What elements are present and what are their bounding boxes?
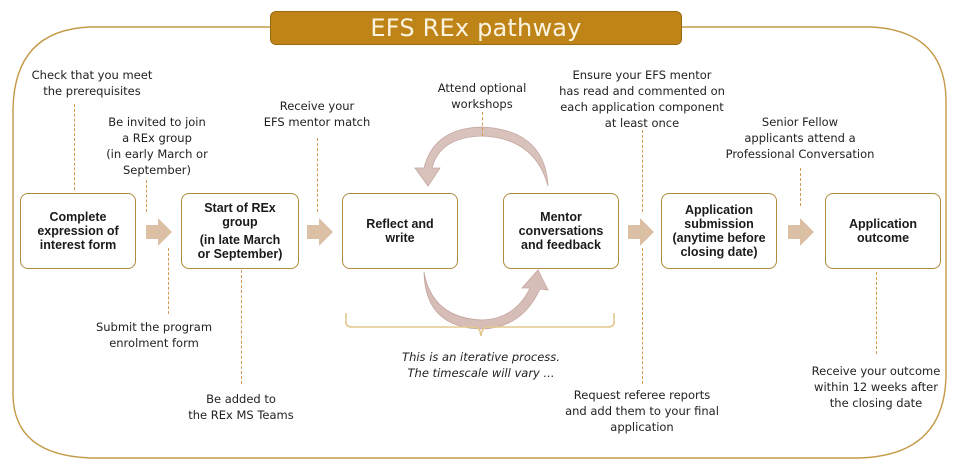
step-application-outcome: Application outcome [825,193,941,269]
note-enrolment: Submit the program enrolment form [82,319,226,351]
connector-mentor-match [317,138,318,212]
note-line: the prerequisites [43,84,141,98]
note-outcome-time: Receive your outcome within 12 weeks aft… [796,363,956,411]
step-line: Mentor [540,210,582,224]
note-line: applicants attend a [744,131,856,145]
step-line: Complete [49,210,107,224]
note-line: This is an iterative process. [402,350,560,364]
connector-enrolment [168,248,169,314]
step-line: Application [684,203,754,217]
flow-arrow-icon [788,218,814,246]
note-line: application [610,420,674,434]
note-senior-fellow: Senior Fellow applicants attend a Profes… [708,114,892,162]
step-subline: (in late March [199,233,281,247]
note-line: the REx MS Teams [188,408,294,422]
note-line: Submit the program [95,320,213,334]
note-line: EFS mentor match [263,115,371,129]
connector-workshops [482,112,483,136]
step-subline: or September) [197,247,283,261]
step-line: (anytime before [672,231,766,245]
note-line: September) [122,163,192,177]
step-line: Reflect and [366,217,434,231]
note-mentor-match: Receive your EFS mentor match [254,98,380,130]
note-line: Receive your outcome [811,364,941,378]
connector-ms-teams [241,270,242,384]
connector-outcome-time [876,272,877,354]
step-line: expression of [37,224,119,238]
cycle-arrow-top-icon [414,126,549,187]
note-line: a REx group [122,131,192,145]
step-mentor-conversations: Mentor conversations and feedback [503,193,619,269]
iterative-brace [345,313,615,337]
step-line: outcome [856,231,910,245]
note-workshops: Attend optional workshops [418,80,546,112]
connector-senior-fellow [800,168,801,206]
note-line: and add them to your final [565,404,719,418]
connector-invited [146,180,147,212]
note-line: Be invited to join [108,115,206,129]
note-line: Ensure your EFS mentor [572,68,712,82]
step-line: submission [684,217,754,231]
note-line: Receive your [279,99,355,113]
page-title: EFS REx pathway [370,14,582,42]
step-line: interest form [39,238,117,252]
note-line: at least once [604,116,680,130]
note-invited: Be invited to join a REx group (in early… [92,114,222,178]
connector-ensure-mentor [642,130,643,212]
note-line: enrolment form [109,336,199,350]
title-banner: EFS REx pathway [270,11,682,45]
step-reflect-write: Reflect and write [342,193,458,269]
step-line: Application [848,217,918,231]
step-expression-of-interest: Complete expression of interest form [20,193,136,269]
frame-outline [12,26,947,459]
note-line: within 12 weeks after [814,380,938,394]
step-line: write [385,231,415,245]
note-ensure-mentor: Ensure your EFS mentor has read and comm… [554,67,730,131]
note-line: (in early March or [106,147,208,161]
note-line: has read and commented on [559,84,725,98]
note-line: each application component [560,100,724,114]
step-line: group [222,215,258,229]
connector-prerequisites [74,104,75,190]
note-line: Professional Conversation [725,147,875,161]
note-line: Attend optional [437,81,527,95]
note-line: Request referee reports [573,388,711,402]
step-line: Start of REx [204,201,276,215]
step-line: conversations [518,224,604,238]
note-line: Check that you meet [31,68,153,82]
connector-referee [642,248,643,384]
note-line: the closing date [829,396,923,410]
flow-arrow-icon [146,218,172,246]
cycle-arrow-bottom-icon [423,269,549,330]
flow-arrow-icon [628,218,654,246]
note-prerequisites: Check that you meet the prerequisites [18,67,166,99]
note-line: Senior Fellow [761,115,839,129]
note-ms-teams: Be added to the REx MS Teams [172,391,310,423]
step-line: closing date) [680,245,758,259]
note-line: Be added to [206,392,276,406]
note-iterative: This is an iterative process. The timesc… [380,349,582,381]
flow-arrow-icon [307,218,333,246]
step-application-submission: Application submission (anytime before c… [661,193,777,269]
note-line: The timescale will vary ... [407,366,555,380]
step-line: and feedback [521,238,601,252]
note-line: workshops [451,97,513,111]
note-referee: Request referee reports and add them to … [550,387,734,435]
step-start-rex-group: Start of REx group (in late March or Sep… [181,193,299,269]
